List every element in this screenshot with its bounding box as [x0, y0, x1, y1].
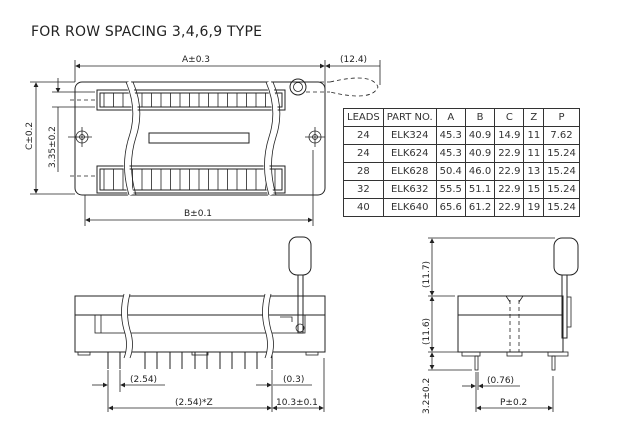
- table-cell: 14.9: [494, 126, 525, 145]
- drawing-title: FOR ROW SPACING 3,4,6,9 TYPE: [31, 24, 263, 40]
- table-cell: 22.9: [494, 144, 525, 163]
- table-cell: 32: [343, 180, 384, 199]
- pin: [474, 355, 479, 371]
- table-cell: 65.6: [435, 198, 466, 217]
- table-cell: ELK640: [382, 198, 437, 217]
- table-cell: 46.0: [464, 162, 496, 181]
- dim-pin-w-label: (0.76): [487, 376, 514, 386]
- dim-pitch-label: (2.54): [130, 375, 157, 385]
- socket-body-top: [74, 81, 326, 196]
- table-cell: 45.3: [435, 126, 466, 145]
- bottom-pin-row: [96, 165, 286, 194]
- table-header: P: [543, 108, 580, 127]
- pin: [551, 355, 556, 371]
- table-cell: 40.9: [464, 144, 496, 163]
- table-cell: 7.62: [543, 126, 580, 145]
- dim-a-label: A±0.3: [182, 55, 210, 65]
- dim-p-label: P±0.2: [500, 398, 527, 408]
- table-cell: 40: [343, 198, 384, 217]
- lever-handle-top: [289, 77, 379, 97]
- table-cell: 24: [343, 126, 384, 145]
- dim-gap-label: (0.3): [283, 375, 304, 385]
- table-header: PART NO.: [382, 108, 437, 127]
- mounting-hole-icon: [305, 127, 325, 147]
- table-cell: 45.3: [435, 144, 466, 163]
- table-cell: 50.4: [435, 162, 466, 181]
- dim-end-label: 10.3±0.1: [276, 398, 318, 408]
- lever-handle-side: [280, 236, 312, 334]
- dim-pin-len-label: 3.2±0.2: [422, 378, 432, 414]
- table-cell: 11: [523, 126, 545, 145]
- center-slot: [148, 132, 250, 144]
- dim-handle-h-label: (11.7): [422, 261, 432, 288]
- table-header: LEADS: [343, 108, 384, 127]
- dim-body-h-label: (11.6): [422, 318, 432, 345]
- table-cell: 28: [343, 162, 384, 181]
- table-cell: 13: [523, 162, 545, 181]
- table-cell: 51.1: [464, 180, 496, 199]
- table-cell: 15.24: [543, 198, 580, 217]
- table-cell: 15.24: [543, 144, 580, 163]
- table-cell: 11: [523, 144, 545, 163]
- table-cell: 61.2: [464, 198, 496, 217]
- top-view: A±0.3 (12.4) C±0.2 3.35±0.2 B±0.1: [25, 55, 381, 226]
- table-header: B: [464, 108, 496, 127]
- side-view: (2.54) (2.54)*Z (0.3) 10.3±0.1: [74, 236, 326, 412]
- dim-row-label: 3.35±0.2: [48, 126, 58, 168]
- table-cell: ELK628: [382, 162, 437, 181]
- table-cell: ELK624: [382, 144, 437, 163]
- table-cell: 19: [523, 198, 545, 217]
- lever-handle-end: [553, 237, 579, 339]
- table-header: Z: [523, 108, 545, 127]
- socket-body-end: [457, 295, 564, 353]
- table-cell: 22.9: [494, 162, 525, 181]
- table-header: A: [435, 108, 466, 127]
- table-cell: 22.9: [494, 198, 525, 217]
- table-cell: 15.24: [543, 180, 580, 199]
- table-cell: ELK632: [382, 180, 437, 199]
- dim-handle-label: (12.4): [340, 55, 367, 65]
- table-cell: 15.24: [543, 162, 580, 181]
- mounting-hole-icon: [72, 127, 92, 147]
- dim-c-label: C±0.2: [25, 122, 35, 150]
- dim-b-label: B±0.1: [184, 209, 212, 219]
- table-cell: 22.9: [494, 180, 525, 199]
- top-pin-row: [96, 89, 286, 111]
- table-cell: 15: [523, 180, 545, 199]
- table-cell: 40.9: [464, 126, 496, 145]
- dim-total-label: (2.54)*Z: [175, 398, 213, 408]
- table-header: C: [494, 108, 525, 127]
- end-view: (11.7) (11.6) 3.2±0.2 (0.76) P±0.2: [422, 237, 579, 414]
- table-cell: 24: [343, 144, 384, 163]
- socket-body-side: [74, 295, 326, 353]
- table-cell: ELK324: [382, 126, 437, 145]
- table-cell: 55.5: [435, 180, 466, 199]
